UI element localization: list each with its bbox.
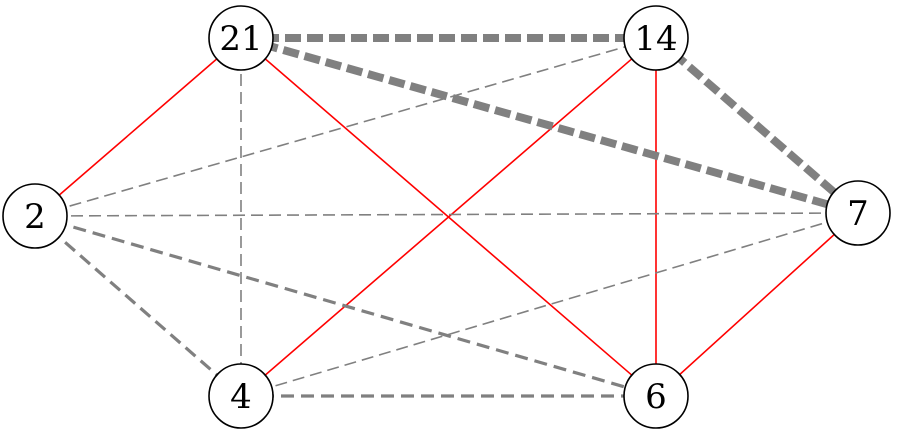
node-circle <box>623 5 689 71</box>
node-label: 14 <box>634 19 677 59</box>
node-2: 2 <box>2 183 68 249</box>
node-circle <box>825 180 891 246</box>
node-6: 6 <box>623 363 689 429</box>
edge-14-4 <box>240 37 657 397</box>
edge-2-4 <box>33 214 243 398</box>
node-label: 7 <box>847 194 869 234</box>
node-4: 4 <box>208 363 274 429</box>
nodes-layer: 21 14 2 7 4 6 <box>2 5 891 429</box>
node-circle <box>2 183 68 249</box>
edge-7-6 <box>655 212 859 397</box>
node-21: 21 <box>208 5 274 71</box>
node-label: 2 <box>24 197 46 237</box>
node-circle <box>208 363 274 429</box>
node-7: 7 <box>825 180 891 246</box>
node-14: 14 <box>623 5 689 71</box>
node-circle <box>208 5 274 71</box>
edge-2-6 <box>34 214 657 398</box>
node-label: 6 <box>645 377 667 417</box>
edge-21-7 <box>239 34 860 217</box>
edge-21-2 <box>34 37 242 217</box>
node-circle <box>623 363 689 429</box>
edges-layer <box>33 34 861 398</box>
edge-14-7 <box>653 34 861 217</box>
node-label: 21 <box>219 19 262 59</box>
edge-2-7 <box>34 212 859 217</box>
node-label: 4 <box>230 377 252 417</box>
